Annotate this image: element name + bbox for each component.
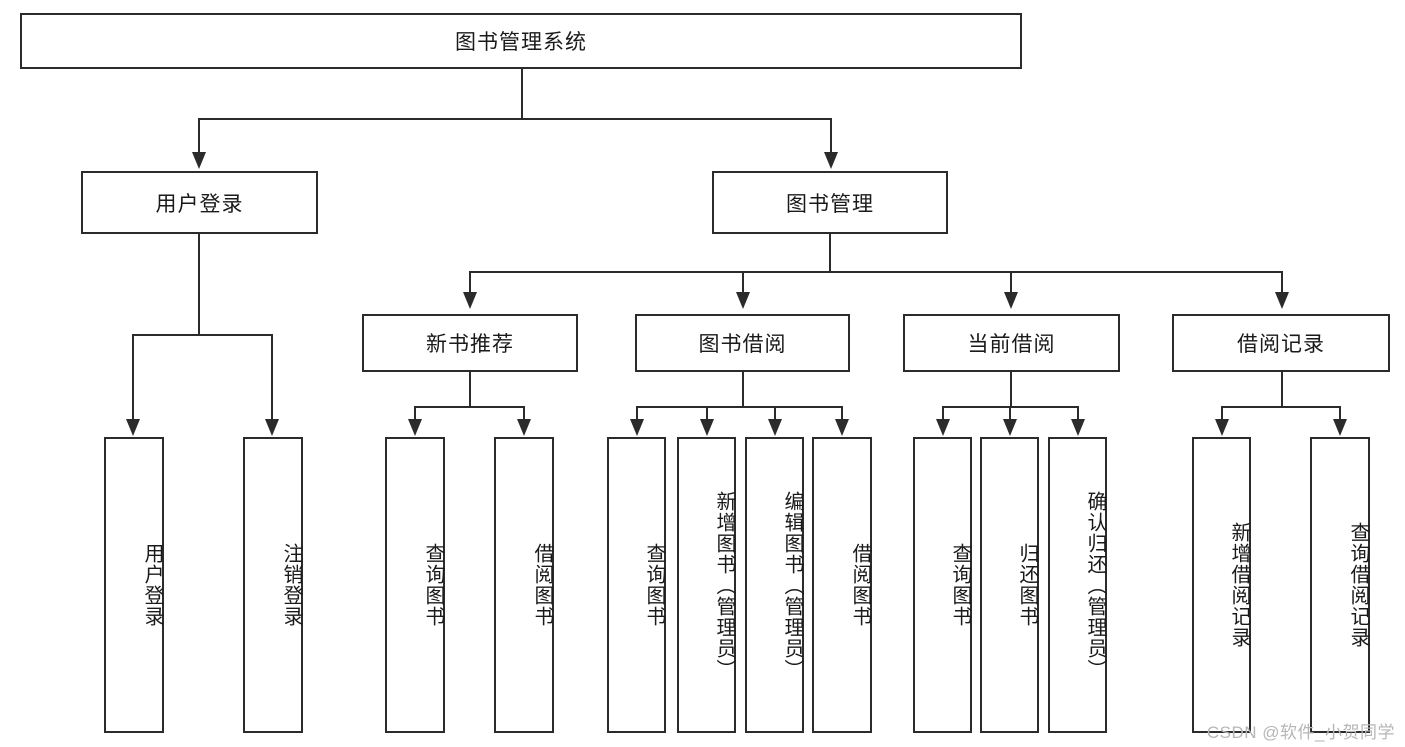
- node-user-login[interactable]: 用户登录: [81, 171, 318, 234]
- arrowhead-current-borrow-leaf2: [1003, 419, 1017, 436]
- arrowhead-book-borrow-leaf1: [630, 419, 644, 436]
- arrowhead-user-login: [192, 152, 206, 169]
- arrowhead-book-borrow-leaf2: [700, 419, 714, 436]
- node-label: 查询借阅记录: [1347, 522, 1369, 648]
- leaf-user-login-signout[interactable]: 注销登录: [243, 437, 303, 733]
- edge-user-login-leaf1: [132, 334, 134, 420]
- edge-to-book-manage: [830, 118, 832, 153]
- edge-to-borrow-records: [1281, 271, 1283, 293]
- edge-book-borrow-leaf3: [774, 406, 776, 420]
- edge-new-book-leaf2: [523, 406, 525, 420]
- leaf-current-borrow-return[interactable]: 归还图书: [980, 437, 1039, 733]
- leaf-book-borrow-borrow[interactable]: 借阅图书: [812, 437, 872, 733]
- node-label: 编辑图书（管理员）: [781, 490, 803, 680]
- arrowhead-new-book-leaf2: [517, 419, 531, 436]
- edge-current-borrow-leaf2: [1009, 406, 1011, 420]
- edge-to-user-login: [198, 118, 200, 153]
- node-label: 借阅记录: [1237, 333, 1325, 356]
- edge-new-book-bar: [414, 406, 524, 408]
- edge-current-borrow-leaf1: [942, 406, 944, 420]
- node-label: 查询图书: [643, 543, 665, 627]
- node-book-manage[interactable]: 图书管理: [712, 171, 948, 234]
- edge-user-login-bar: [132, 334, 272, 336]
- node-label: 确认归还（管理员）: [1084, 490, 1106, 680]
- leaf-new-book-borrow[interactable]: 借阅图书: [494, 437, 554, 733]
- edge-root-stem: [521, 69, 523, 119]
- edge-borrow-records-bar: [1221, 406, 1340, 408]
- node-label: 用户登录: [141, 543, 163, 627]
- edge-book-borrow-bar: [636, 406, 842, 408]
- arrowhead-current-borrow-leaf1: [936, 419, 950, 436]
- node-label: 当前借阅: [967, 333, 1056, 356]
- edge-book-manage-stem: [829, 234, 831, 272]
- arrowhead-new-book: [463, 292, 477, 309]
- edge-current-borrow-leaf3: [1077, 406, 1079, 420]
- edge-book-borrow-leaf4: [841, 406, 843, 420]
- watermark-text: CSDN @软件_小贺同学: [1206, 723, 1395, 742]
- node-label: 图书借阅: [698, 333, 787, 356]
- arrowhead-new-book-leaf1: [408, 419, 422, 436]
- node-label: 查询图书: [949, 543, 971, 627]
- arrowhead-user-login-leaf1: [126, 419, 140, 436]
- edge-level2-bar: [198, 118, 832, 120]
- edge-borrow-records-leaf1: [1221, 406, 1223, 420]
- node-label: 用户登录: [155, 192, 244, 216]
- arrowhead-book-borrow: [736, 292, 750, 309]
- leaf-book-borrow-edit[interactable]: 编辑图书（管理员）: [745, 437, 804, 733]
- edge-book-borrow-leaf1: [636, 406, 638, 420]
- arrowhead-book-borrow-leaf3: [768, 419, 782, 436]
- arrowhead-book-borrow-leaf4: [835, 419, 849, 436]
- edge-book-borrow-stem: [742, 372, 744, 408]
- edge-user-login-stem: [198, 234, 200, 335]
- node-label: 图书管理: [786, 192, 874, 216]
- arrowhead-borrow-records-leaf2: [1333, 419, 1347, 436]
- edge-book-borrow-leaf2: [706, 406, 708, 420]
- edge-to-new-book: [469, 271, 471, 293]
- node-new-book-recommend[interactable]: 新书推荐: [362, 314, 578, 372]
- node-label: 借阅图书: [849, 543, 871, 627]
- node-current-borrow[interactable]: 当前借阅: [903, 314, 1120, 372]
- node-label: 借阅图书: [531, 543, 553, 627]
- edge-borrow-records-stem: [1281, 372, 1283, 408]
- node-label: 注销登录: [280, 543, 302, 627]
- edge-new-book-leaf1: [414, 406, 416, 420]
- leaf-book-borrow-add[interactable]: 新增图书（管理员）: [677, 437, 736, 733]
- arrowhead-current-borrow-leaf3: [1071, 419, 1085, 436]
- node-label: 新增图书（管理员）: [713, 490, 735, 680]
- leaf-new-book-query[interactable]: 查询图书: [385, 437, 445, 733]
- leaf-borrow-records-query[interactable]: 查询借阅记录: [1310, 437, 1370, 733]
- edge-current-borrow-stem: [1010, 372, 1012, 408]
- node-label: 新增借阅记录: [1228, 522, 1250, 648]
- arrowhead-borrow-records-leaf1: [1215, 419, 1229, 436]
- arrowhead-borrow-records: [1275, 292, 1289, 309]
- arrowhead-book-manage: [824, 152, 838, 169]
- node-label: 查询图书: [422, 543, 444, 627]
- node-label: 新书推荐: [426, 333, 514, 356]
- leaf-borrow-records-add[interactable]: 新增借阅记录: [1192, 437, 1251, 733]
- edge-user-login-leaf2: [271, 334, 273, 420]
- leaf-book-borrow-query[interactable]: 查询图书: [607, 437, 666, 733]
- node-label: 图书管理系统: [455, 31, 587, 54]
- edge-borrow-records-leaf2: [1339, 406, 1341, 420]
- edge-level3-bar: [469, 271, 1281, 273]
- edge-new-book-stem: [469, 372, 471, 408]
- node-borrow-records[interactable]: 借阅记录: [1172, 314, 1390, 372]
- leaf-current-borrow-query[interactable]: 查询图书: [913, 437, 972, 733]
- arrowhead-current-borrow: [1004, 292, 1018, 309]
- leaf-user-login-signin[interactable]: 用户登录: [104, 437, 164, 733]
- node-label: 归还图书: [1016, 543, 1038, 627]
- node-book-borrow[interactable]: 图书借阅: [635, 314, 850, 372]
- edge-to-current-borrow: [1010, 271, 1012, 293]
- node-root-system[interactable]: 图书管理系统: [20, 13, 1022, 69]
- edge-to-book-borrow: [742, 271, 744, 293]
- leaf-current-borrow-confirm[interactable]: 确认归还（管理员）: [1048, 437, 1107, 733]
- arrowhead-user-login-leaf2: [265, 419, 279, 436]
